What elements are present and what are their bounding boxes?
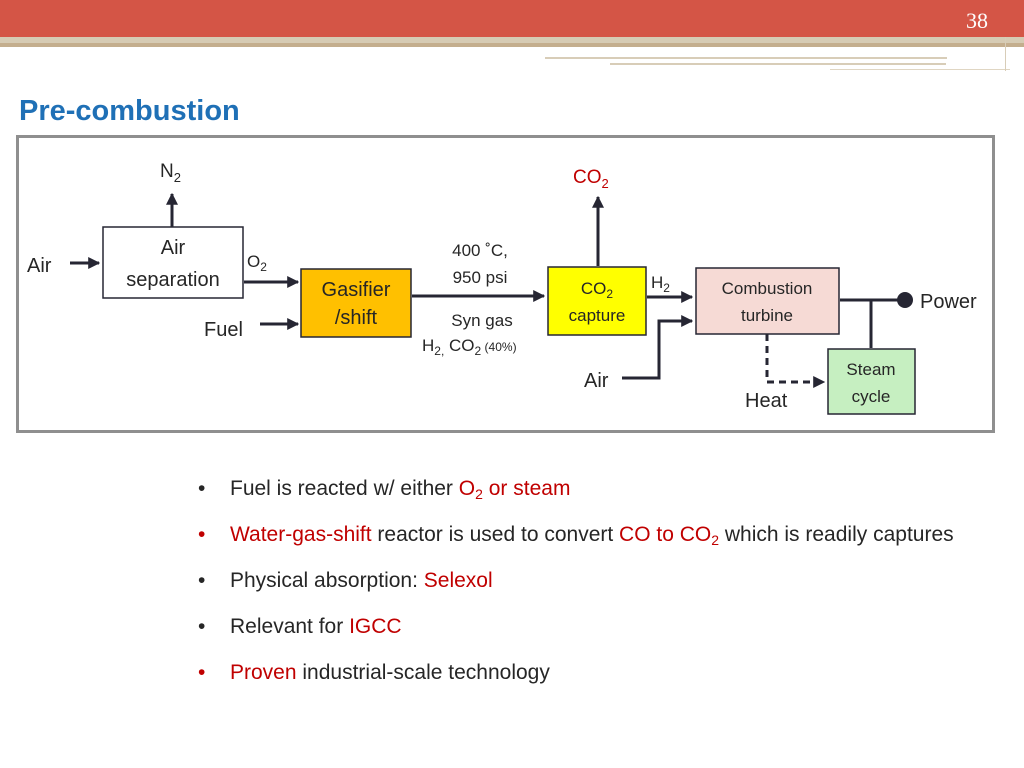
bullet-text: Fuel is reacted w/ either (230, 477, 459, 500)
bullet-text: or steam (482, 477, 571, 500)
bullet-marker: • (198, 569, 206, 592)
o2-label-main: O (247, 252, 260, 271)
header-decor-vline (1005, 37, 1006, 71)
n2-label-main: N (160, 161, 174, 182)
bullet-item: • Water-gas-shift reactor is used to conv… (198, 512, 975, 558)
air-separation-label-2: separation (126, 269, 219, 291)
bullet-subscript: 2 (475, 486, 483, 502)
n2-label-sub: 2 (174, 170, 181, 185)
air-separation-label-1: Air (161, 237, 186, 259)
combustion-turbine-box (695, 267, 840, 335)
steam-cycle-box (827, 348, 916, 415)
o2-label-sub: 2 (260, 260, 267, 274)
bullet-text: reactor is used to convert (371, 523, 620, 546)
bullet-marker: • (198, 477, 206, 500)
header-stripe (0, 37, 1024, 43)
bullet-item: • Physical absorption: Selexol (198, 558, 998, 604)
bullet-text: Water-gas-shift (230, 523, 372, 546)
bullet-text: Physical absorption: (230, 569, 424, 592)
gasifier-box (300, 268, 412, 338)
co2-capture-label-1: CO2 (581, 279, 614, 301)
co2-capture-box (547, 266, 647, 336)
power-node (897, 292, 913, 308)
bullet-list: •Fuel is reacted w/ either O2 or steam•W… (198, 466, 998, 696)
steam-cycle-label-2: cycle (852, 387, 891, 406)
air-separation-box (102, 226, 244, 299)
bullet-item: • Proven industrial-scale technology (198, 650, 998, 696)
conditions-temperature: 400 ˚C, (452, 241, 508, 260)
co2-capture-label-2: capture (569, 306, 626, 325)
h2-label-sub: 2 (663, 281, 670, 295)
co2-output-label: CO2 (573, 167, 609, 191)
steam-cycle-label-1: Steam (846, 360, 895, 379)
bullet-marker: • (198, 615, 206, 638)
co2-capture-label-co: CO (581, 279, 607, 298)
slide-title: Pre-combustion (19, 95, 240, 127)
syngas-composition: H2, CO2 (40%) (422, 336, 517, 358)
o2-label: O2 (247, 252, 267, 274)
gasifier-label-1: Gasifier (322, 279, 391, 301)
h2-label: H2 (651, 273, 670, 295)
syngas-percent: (40%) (481, 340, 516, 354)
n2-label: N2 (160, 161, 181, 185)
bullet-text: IGCC (349, 615, 402, 638)
header-band (0, 0, 1024, 37)
air-inlet-label: Air (27, 255, 52, 277)
h2-label-main: H (651, 273, 663, 292)
bullet-text: Proven (230, 661, 297, 684)
bullet-text: O (458, 477, 476, 500)
bullet-marker: • (198, 523, 206, 546)
bullet-text: which is readily captures (719, 523, 954, 546)
combustion-turbine-label-2: turbine (741, 306, 793, 325)
header-decor-line (610, 63, 946, 65)
slide-number: 38 (966, 8, 988, 33)
bullet-item: • Fuel is reacted w/ either O2 or steam (198, 466, 998, 512)
co2-output-main: CO (573, 167, 602, 188)
header-decor-line (830, 69, 1010, 70)
power-label: Power (920, 291, 977, 313)
co2-output-sub: 2 (602, 176, 609, 191)
heat-label: Heat (745, 390, 788, 412)
syngas-label: Syn gas (451, 311, 512, 330)
turbine-air-label: Air (584, 370, 609, 392)
syngas-co2: CO (444, 336, 474, 355)
syngas-co2-sub: 2 (475, 344, 482, 358)
air-to-turbine-arrow (622, 315, 694, 380)
co2-capture-label-sub: 2 (606, 287, 613, 301)
fuel-label: Fuel (204, 319, 243, 341)
bullet-item: • Relevant for IGCC (198, 604, 998, 650)
bullet-text: Selexol (423, 569, 493, 592)
gasifier-label-2: /shift (335, 307, 378, 329)
header-decor-line (545, 57, 947, 59)
combustion-turbine-label-1: Combustion (722, 279, 813, 298)
conditions-pressure: 950 psi (453, 268, 508, 287)
bullet-text: Relevant for (230, 615, 350, 638)
bullet-subscript: 2 (711, 532, 720, 548)
syngas-h2: H (422, 336, 434, 355)
bullet-marker: • (198, 661, 206, 684)
syngas-h2-sub: 2, (434, 344, 444, 358)
bullet-text: industrial-scale technology (296, 661, 550, 684)
process-flow-diagram: Air separation Gasifier /shift CO2 captu… (27, 161, 977, 415)
bullet-text: CO to CO (619, 523, 712, 546)
header-stripe-dark (0, 43, 1024, 47)
